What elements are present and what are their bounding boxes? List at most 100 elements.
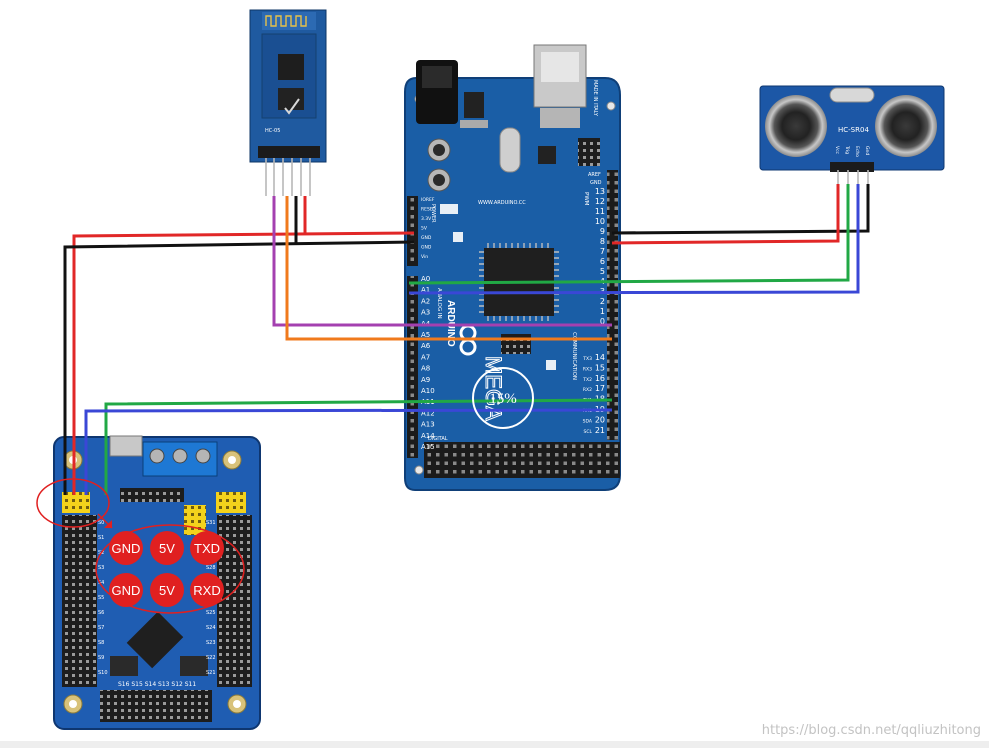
- servo-small-chip: [110, 656, 138, 676]
- servo-left-label: S1: [98, 535, 104, 541]
- analog-pin-label: A9: [421, 376, 430, 384]
- servo-controller-board: S0S1S2S3S4S5S6S7S8S9S10S31S30S29S28S27S2…: [53, 435, 261, 730]
- comm-pin-label: RX3: [583, 366, 592, 372]
- callout-bubble: [150, 573, 184, 607]
- ultrasonic-pin-label: Echo: [854, 146, 860, 157]
- bluetooth-flash-chip: [278, 88, 304, 110]
- icsp-header: [578, 138, 600, 166]
- comm-pin-number: 20: [595, 415, 605, 424]
- communication-label: COMMUNICATION: [571, 332, 577, 380]
- arduino-website-text: WWW.ARDUINO.CC: [478, 200, 526, 206]
- analog-pin-label: A1: [421, 286, 430, 294]
- analog-pin-label: A12: [421, 409, 435, 417]
- callout-bubble-label: TXD: [194, 541, 220, 556]
- servo-right-label: S21: [206, 670, 216, 676]
- comm-pin-label: SDA: [583, 418, 593, 424]
- highlight-circle-large: [95, 524, 245, 614]
- wires: [63, 184, 870, 495]
- servo-right-label: S31: [206, 520, 216, 526]
- digital-double-header: [424, 442, 620, 478]
- servo-left-label: S5: [98, 595, 104, 601]
- pwm-pin-label: 11: [595, 207, 605, 216]
- bluetooth-antenna: [262, 12, 316, 30]
- loading-indicator: 15%: [472, 367, 534, 429]
- comm-pin-number: 15: [595, 363, 605, 372]
- ultrasonic-pins: [837, 170, 869, 184]
- comm-pin-number: 17: [595, 384, 605, 393]
- jumper-header-yellow: [184, 505, 206, 535]
- wire-orange-bluetooth-rx: [285, 196, 612, 341]
- servo-small-chip: [180, 656, 208, 676]
- arduino-mega-board: WWW.ARDUINO.CC MADE IN ITALY ARDUINO MEG…: [404, 44, 621, 491]
- analog-pin-label: A0: [421, 275, 430, 283]
- serial-header-yellow: [62, 492, 90, 513]
- pwm-pin-label: 2: [600, 297, 605, 306]
- bluetooth-label: HC-05: [265, 128, 280, 134]
- antenna-trace: [265, 15, 307, 27]
- callout-bubble-label: GND: [112, 541, 141, 556]
- servo-left-label: S4: [98, 580, 104, 586]
- loading-percent: 15%: [489, 391, 517, 407]
- pwm-pin-label: 7: [600, 247, 605, 256]
- servo-right-label: S28: [206, 565, 216, 571]
- mounting-hole: [414, 465, 424, 475]
- bluetooth-pin-header: [258, 146, 320, 158]
- analog-pin-label: A15: [421, 443, 435, 451]
- pwm-pin-label: 0: [600, 317, 605, 326]
- pwm-pin-label: 8: [600, 237, 605, 246]
- power-pin-label: GND: [421, 235, 432, 241]
- ultrasonic-pin-label: Gnd: [864, 146, 870, 155]
- servo-left-label: S8: [98, 640, 104, 646]
- loading-ring: [472, 367, 534, 429]
- power-pin-label: 5V: [421, 226, 428, 232]
- power-pin-label: RESET: [421, 207, 436, 213]
- wire-blue-ultrasonic-echo: [408, 184, 860, 295]
- servo-left-label: S9: [98, 655, 104, 661]
- comm-pin-number: 14: [595, 353, 605, 362]
- power-pin-label: Vin: [421, 254, 428, 260]
- servo-left-label: S0: [98, 520, 104, 526]
- watermark-text: https://blog.csdn.net/qqliuzhitong: [761, 723, 981, 738]
- servo-left-label: S10: [98, 670, 108, 676]
- servo-mcu-chip: [126, 611, 184, 669]
- jumper-header-yellow: [216, 492, 246, 513]
- power-pin-label: IOREF: [421, 197, 435, 203]
- comm-pin-number: 16: [595, 374, 605, 383]
- bottom-scroll-strip: [0, 741, 989, 748]
- ultrasonic-transmitter-icon: [765, 95, 827, 157]
- digital-label: DIGITAL: [428, 436, 448, 442]
- callout-bubble-label: 5V: [159, 583, 175, 598]
- wire-black-ultrasonic-gnd: [611, 184, 870, 235]
- analog-pin-label: A7: [421, 353, 430, 361]
- comm-pin-label: SCL: [583, 429, 592, 435]
- wire-red-ultrasonic-vcc: [611, 184, 840, 245]
- arduino-logo-text: ARDUINO: [445, 300, 456, 347]
- servo-right-label: S24: [206, 625, 216, 631]
- power-pin-label: 3.3V: [421, 216, 432, 222]
- ultrasonic-label: HC-SR04: [838, 126, 869, 134]
- analog-pin-label: A14: [421, 432, 435, 440]
- pwm-pin-label: 13: [595, 187, 605, 196]
- power-header: [407, 196, 418, 266]
- wire-black-power-gnd: [63, 240, 415, 495]
- comm-pin-number: 21: [595, 426, 605, 435]
- bluetooth-chip: [278, 54, 304, 80]
- callout-bubble-label: GND: [112, 583, 141, 598]
- ultrasonic-pin-header: [830, 162, 874, 172]
- ultrasonic-pin-label: Trig: [844, 145, 850, 154]
- aref-label: AREF: [588, 172, 601, 178]
- analog-pin-label: A8: [421, 365, 430, 373]
- hc05-bluetooth-module: HC-05: [249, 9, 327, 196]
- servo-pins-left: [62, 515, 97, 687]
- micro-usb-connector: [109, 435, 143, 457]
- pwm-pin-label: 9: [600, 227, 605, 236]
- servo-left-label: S3: [98, 565, 104, 571]
- analog-pin-label: A6: [421, 342, 431, 350]
- servo-pins-bottom: [100, 690, 212, 722]
- pwm-pin-label: 1: [600, 307, 605, 316]
- callout-bubble: [190, 531, 224, 565]
